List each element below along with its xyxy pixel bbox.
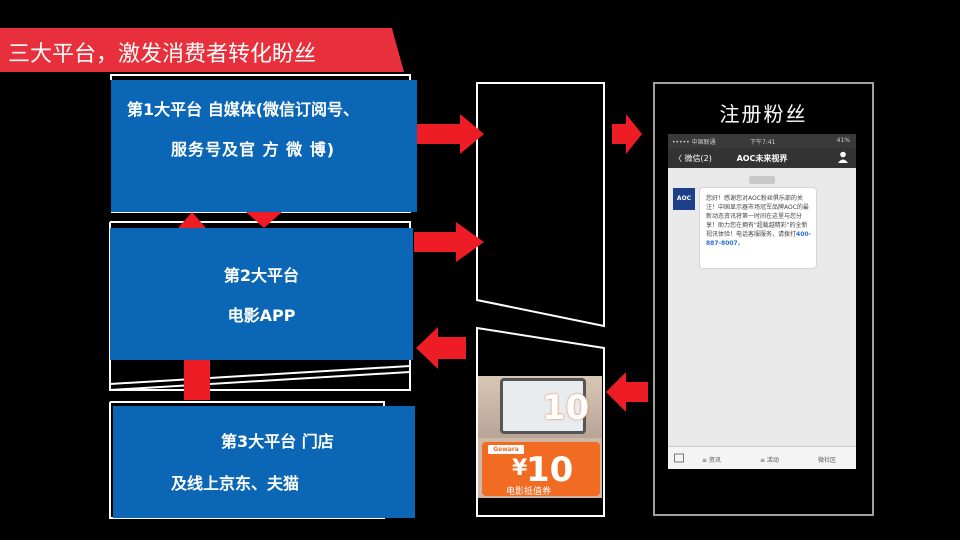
coupon-phone-shape [500,378,586,434]
platform-1-box: 第1大平台 自媒体(微信订阅号、 服务号及官 方 微 博) [111,80,417,212]
menu-tab-news[interactable]: ≡ 资讯 [702,457,721,464]
platform-1-line2: 服务号及官 方 微 博) [171,140,336,159]
keyboard-icon[interactable] [674,452,684,464]
register-title: 注册粉丝 [719,102,808,126]
title-banner [0,28,404,72]
time-chip [749,176,775,184]
message-end: 。 [737,240,744,247]
arrow-right-p1 [417,114,484,154]
status-bar: ••••• 中国联通 下午7:41 41% [668,134,856,148]
coupon-photo-top: 10 [478,376,602,438]
arrow-up-p2-p1 [178,212,206,228]
menu-tab-activity[interactable]: ≡ 活动 [760,457,779,464]
bottom-menu-bar: ≡ 资讯 ≡ 活动 微社区 [668,446,856,469]
person-icon[interactable] [838,151,848,163]
arrow-left-from-phone [606,372,648,412]
p2-diag-line-2 [109,371,411,391]
back-button[interactable]: 〈 微信(2) [674,154,712,163]
arrow-connector-p2-p3 [184,360,210,400]
page-title: 三大平台，激发消费者转化盼丝 [8,42,317,67]
arrow-down-p1-p2 [246,212,282,228]
platform-1-line1: 第1大平台 自媒体(微信订阅号、 [127,100,360,119]
coupon-brand-logo: Gewara [488,445,524,454]
platform-3-line2: 及线上京东、夫猫 [171,474,300,493]
phone-screen [668,134,856,469]
p2-diag-line-1 [109,365,411,385]
coupon-image: 10 Gewara ¥ 10 电影抵值券 [478,376,602,498]
arrow-right-p2 [414,222,484,262]
menu-tab-community[interactable]: 微社区 [818,457,837,464]
message-text: 您好！感谢您对AOC粉丝俱乐部的关注！中国显示器市场冠军品牌AOC的最新动态资讯… [706,194,812,248]
status-time: 下午7:41 [750,139,776,146]
aoc-avatar: AOC [673,188,695,210]
status-carrier: ••••• 中国联通 [672,139,716,146]
nav-bar: 〈 微信(2) AOC未来视界 [668,148,856,168]
arrow-right-to-phone [612,114,642,154]
platform-2-box: 第2大平台 电影APP [110,228,413,360]
p3-outline [109,401,385,519]
message-phone[interactable]: 400-887-8007 [706,231,812,247]
coupon-amount: 10 [526,450,574,490]
status-battery: 41% [836,137,850,144]
arrow-left-to-p2 [416,327,466,369]
platform-3-line1: 第3大平台 门店 [221,432,334,451]
coupon-label: 电影抵值券 [506,487,552,497]
coupon-yen: ¥ [512,456,528,481]
platform-2-line2: 电影APP [227,306,296,325]
middle-top-panel [476,82,605,328]
platform-3-box: 第3大平台 门店 及线上京东、夫猫 [113,406,415,518]
p1-outline [110,74,411,213]
coupon-card: Gewara ¥ 10 电影抵值券 [482,442,600,497]
coupon-top-number: 10 [542,388,590,428]
middle-bottom-panel [476,326,605,517]
chat-title: AOC未来视界 [736,154,788,163]
message-body: 您好！感谢您对AOC粉丝俱乐部的关注！中国显示器市场冠军品牌AOC的最新动态资讯… [706,195,809,238]
platform-2-line1: 第2大平台 [223,266,300,285]
message-bubble: 您好！感谢您对AOC粉丝俱乐部的关注！中国显示器市场冠军品牌AOC的最新动态资讯… [700,188,816,268]
